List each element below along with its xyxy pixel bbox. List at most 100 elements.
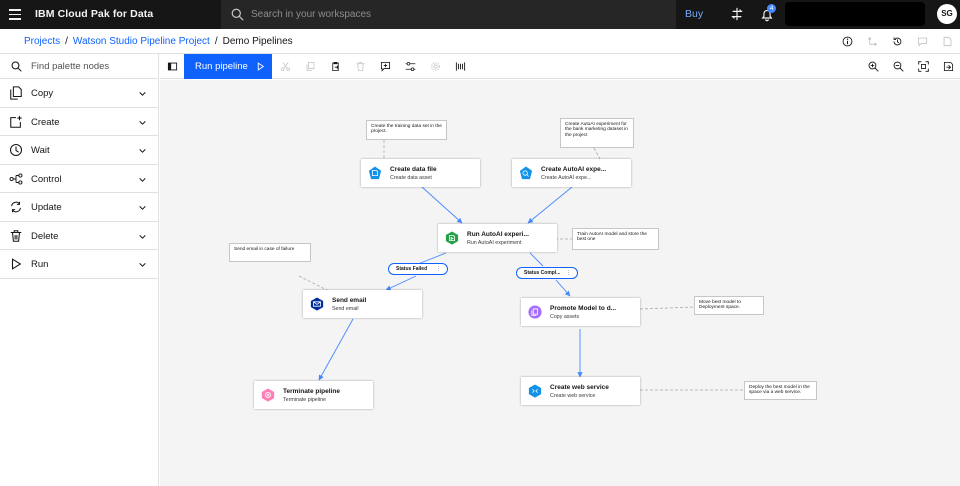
palette-item-run[interactable]: Run bbox=[0, 250, 158, 279]
breadcrumb-separator: / bbox=[214, 36, 218, 47]
info-icon[interactable] bbox=[835, 29, 860, 54]
breadcrumb-project[interactable]: Watson Studio Pipeline Project bbox=[72, 36, 210, 47]
chevron-down-icon bbox=[139, 149, 146, 153]
data-asset-icon bbox=[368, 166, 382, 180]
palette-search-input[interactable] bbox=[31, 54, 151, 78]
header-tools bbox=[835, 29, 960, 54]
node-send-email[interactable]: Send email Send email bbox=[303, 290, 422, 318]
node-create-web-service[interactable]: Create web service Create web service bbox=[521, 377, 640, 405]
breadcrumb: Projects / Watson Studio Pipeline Project /… bbox=[24, 36, 293, 47]
node-create-autoai[interactable]: Create AutoAI expe... Create AutoAI expe… bbox=[512, 159, 631, 187]
node-subtitle: Copy assets bbox=[550, 314, 580, 320]
time-icon bbox=[9, 143, 23, 157]
canvas-toolbar: Run pipeline bbox=[160, 54, 960, 79]
node-subtitle: Create AutoAI expe... bbox=[541, 175, 592, 181]
condition-label: Status Compl... bbox=[524, 270, 561, 276]
buy-link[interactable]: Buy bbox=[685, 8, 704, 20]
search-icon bbox=[231, 8, 244, 21]
comment-training-data[interactable]: Create the training data set in the proj… bbox=[366, 120, 447, 140]
global-search[interactable] bbox=[221, 0, 676, 29]
link-data-file-to-autoai bbox=[421, 186, 463, 224]
terminate-icon bbox=[261, 388, 275, 402]
gear-icon[interactable] bbox=[423, 54, 448, 79]
zoom-in-icon[interactable] bbox=[861, 54, 886, 79]
comment-icon[interactable] bbox=[910, 29, 935, 54]
palette-item-copy[interactable]: Copy bbox=[0, 79, 158, 108]
copy-icon[interactable] bbox=[298, 54, 323, 79]
account-area[interactable] bbox=[785, 2, 925, 26]
node-run-autoai[interactable]: Run AutoAI experi... Run AutoAI experime… bbox=[438, 224, 557, 252]
palette-item-label: Create bbox=[31, 116, 60, 128]
palette-item-wait[interactable]: Wait bbox=[0, 136, 158, 165]
toggle-palette-icon[interactable] bbox=[160, 54, 185, 79]
document-icon[interactable] bbox=[935, 29, 960, 54]
zoom-out-icon[interactable] bbox=[886, 54, 911, 79]
palette-search[interactable] bbox=[0, 54, 158, 79]
email-icon bbox=[310, 297, 324, 311]
node-create-data-file[interactable]: Create data file Create data asset bbox=[361, 159, 480, 187]
overflow-menu-icon[interactable]: ⋮ bbox=[566, 270, 571, 276]
paste-icon[interactable] bbox=[323, 54, 348, 79]
create-icon bbox=[10, 115, 22, 128]
comment-move-model[interactable]: Move best model to Deployment space. bbox=[694, 296, 764, 315]
flow-icon bbox=[9, 172, 23, 185]
comment-link bbox=[639, 306, 695, 310]
run-pipeline-label: Run pipeline bbox=[195, 61, 248, 72]
node-subtitle: Create data asset bbox=[390, 175, 432, 181]
palette-item-label: Delete bbox=[31, 230, 59, 242]
trash-icon[interactable] bbox=[348, 54, 373, 79]
menu-icon[interactable] bbox=[9, 9, 21, 20]
fit-to-screen-icon[interactable] bbox=[911, 54, 936, 79]
switcher-icon[interactable] bbox=[730, 7, 744, 21]
cut-icon[interactable] bbox=[273, 54, 298, 79]
palette-item-label: Run bbox=[31, 259, 49, 270]
node-title: Terminate pipeline bbox=[283, 388, 340, 395]
comment-autoai-experiment[interactable]: Create AutoAI experiment for the bank ma… bbox=[560, 118, 634, 148]
chevron-down-icon bbox=[139, 120, 146, 125]
history-icon[interactable] bbox=[885, 29, 910, 54]
renew-icon bbox=[11, 201, 21, 213]
palette-item-label: Control bbox=[31, 173, 62, 185]
pipeline-canvas[interactable]: Create the training data set in the proj… bbox=[160, 80, 960, 486]
add-comment-icon[interactable] bbox=[373, 54, 398, 79]
link-email-to-terminate bbox=[318, 318, 354, 381]
run-pipeline-button[interactable]: Run pipeline bbox=[184, 54, 272, 79]
breadcrumb-projects[interactable]: Projects bbox=[24, 36, 61, 47]
palette-item-update[interactable]: Update bbox=[0, 193, 158, 222]
comment-deploy-model[interactable]: Deploy the best model in the space via a… bbox=[744, 381, 817, 400]
condition-status-failed[interactable]: Status Failed⋮ bbox=[388, 263, 448, 275]
node-promote-model[interactable]: Promote Model to d... Copy assets bbox=[521, 298, 640, 326]
node-terminate-pipeline[interactable]: Terminate pipeline Terminate pipeline bbox=[254, 381, 373, 409]
comment-train-model[interactable]: Train AutoAI model and store the best on… bbox=[572, 228, 659, 250]
list-icon[interactable] bbox=[448, 54, 473, 79]
breadcrumb-separator: / bbox=[65, 36, 68, 47]
product-name[interactable]: IBM Cloud Pak for Data bbox=[35, 8, 154, 20]
avatar[interactable]: SG bbox=[937, 4, 957, 24]
node-subtitle: Run AutoAI experiment bbox=[467, 240, 522, 246]
node-title: Create AutoAI expe... bbox=[541, 166, 607, 173]
palette-item-create[interactable]: Create bbox=[0, 108, 158, 136]
palette-item-label: Copy bbox=[31, 88, 54, 99]
pipeline-links bbox=[298, 140, 744, 391]
node-subtitle: Create web service bbox=[550, 393, 596, 399]
link-completed-to-promote bbox=[555, 279, 571, 297]
settings-adjust-icon[interactable] bbox=[398, 54, 423, 79]
flow-settings-icon[interactable] bbox=[860, 29, 885, 54]
copy-assets-icon bbox=[528, 305, 542, 319]
search-input[interactable] bbox=[251, 0, 651, 29]
palette-item-delete[interactable]: Delete bbox=[0, 222, 158, 250]
palette-item-control[interactable]: Control bbox=[0, 165, 158, 193]
trash-icon bbox=[10, 229, 22, 242]
node-title: Run AutoAI experi... bbox=[467, 231, 529, 238]
top-header: IBM Cloud Pak for Data Buy 4 SG bbox=[0, 0, 960, 29]
condition-status-completed[interactable]: Status Compl... ⋮ bbox=[516, 267, 578, 279]
node-title: Send email bbox=[332, 297, 367, 304]
link-create-autoai-to-run bbox=[527, 186, 573, 224]
node-title: Promote Model to d... bbox=[550, 305, 617, 312]
run-experiment-icon bbox=[445, 231, 459, 245]
export-icon[interactable] bbox=[936, 54, 960, 79]
link-failed-to-email bbox=[385, 275, 417, 291]
comment-send-email[interactable]: Send email in case of failure bbox=[229, 243, 311, 262]
palette-item-label: Update bbox=[31, 202, 62, 213]
overflow-menu-icon[interactable]: ⋮ bbox=[436, 266, 441, 272]
